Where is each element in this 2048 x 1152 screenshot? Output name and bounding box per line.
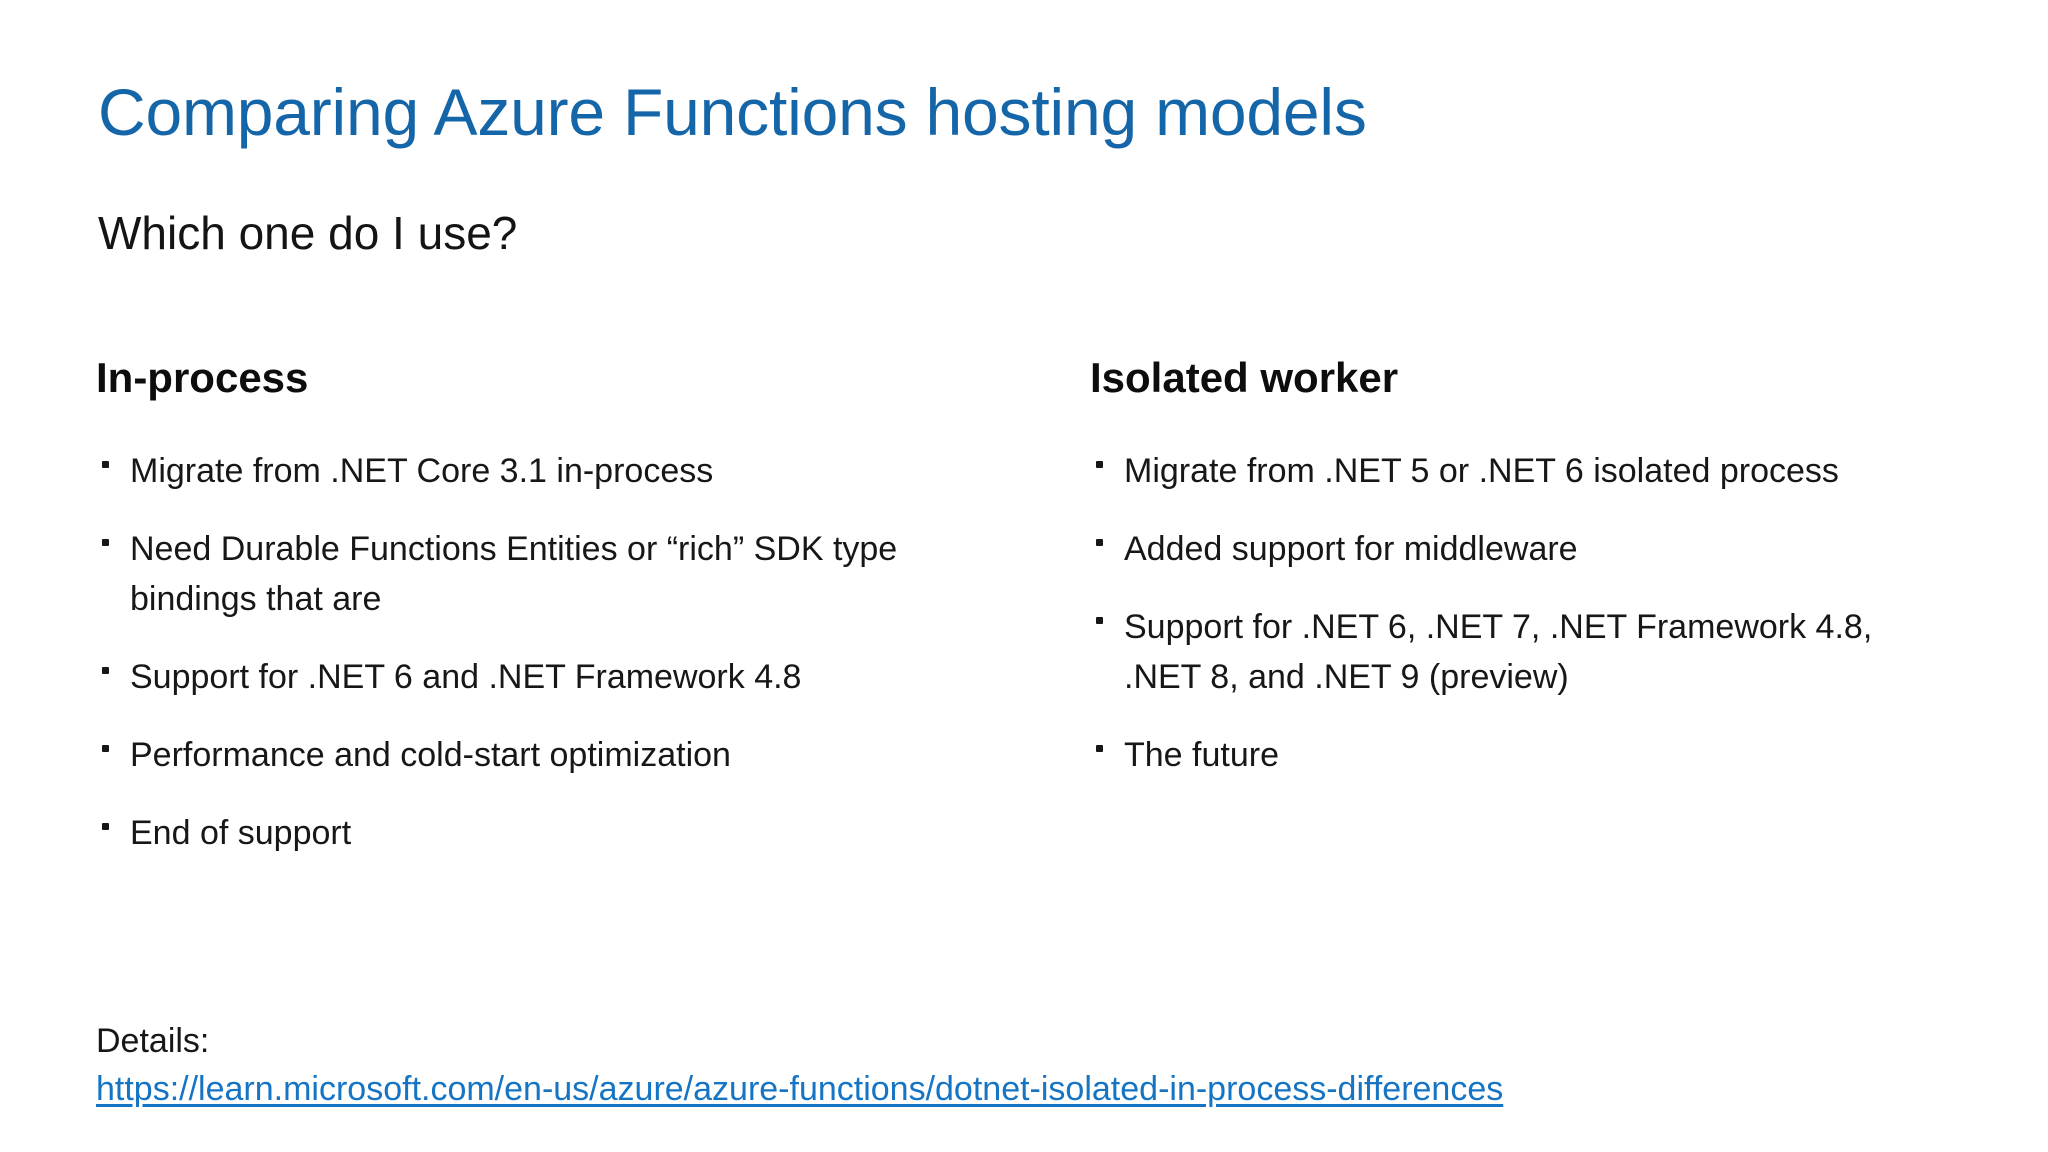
list-item-label: The future [1124,736,1279,774]
bullet-dot-icon [102,539,109,546]
column-heading-in-process: In-process [96,354,309,401]
list-item: Performance and cold-start optimization [96,730,990,780]
list-item-label: Performance and cold-start optimization [130,736,731,774]
details-block: Details: https://learn.microsoft.com/en-… [96,1018,1996,1114]
details-label: Details: [96,1022,210,1060]
list-item-label: Need Durable Functions Entities or “rich… [130,530,898,618]
slide-subtitle: Which one do I use? [98,207,518,259]
list-item: Added support for middleware [1090,524,1884,574]
list-item: Migrate from .NET 5 or .NET 6 isolated p… [1090,446,1884,496]
bullet-dot-icon [102,745,109,752]
list-item: Support for .NET 6, .NET 7, .NET Framewo… [1090,602,1884,702]
list-item-label: Support for .NET 6, .NET 7, .NET Framewo… [1124,608,1873,696]
list-item-label: Migrate from .NET Core 3.1 in-process [130,452,714,490]
list-item: The future [1090,730,1884,780]
column-in-process: In-process Migrate from .NET Core 3.1 in… [96,352,1016,858]
bullet-dot-icon [102,823,109,830]
documentation-link[interactable]: https://learn.microsoft.com/en-us/azure/… [96,1070,1504,1108]
bullet-list-isolated-worker: Migrate from .NET 5 or .NET 6 isolated p… [1090,446,1990,780]
bullet-dot-icon [1096,539,1103,546]
bullet-dot-icon [102,461,109,468]
column-isolated-worker: Isolated worker Migrate from .NET 5 or .… [1090,352,1990,780]
bullet-dot-icon [1096,745,1103,752]
column-heading-isolated-worker: Isolated worker [1090,354,1399,401]
page-title: Comparing Azure Functions hosting models [98,75,1367,149]
list-item: Need Durable Functions Entities or “rich… [96,524,990,624]
list-item-label: End of support [130,814,352,852]
bullet-dot-icon [1096,617,1103,624]
bullet-dot-icon [1096,461,1103,468]
list-item: Migrate from .NET Core 3.1 in-process [96,446,990,496]
list-item-label: Added support for middleware [1124,530,1578,568]
list-item-label: Migrate from .NET 5 or .NET 6 isolated p… [1124,452,1839,490]
list-item: Support for .NET 6 and .NET Framework 4.… [96,652,990,702]
list-item-label: Support for .NET 6 and .NET Framework 4.… [130,658,802,696]
bullet-list-in-process: Migrate from .NET Core 3.1 in-process Ne… [96,446,1016,858]
bullet-dot-icon [102,667,109,674]
list-item: End of support [96,808,990,858]
